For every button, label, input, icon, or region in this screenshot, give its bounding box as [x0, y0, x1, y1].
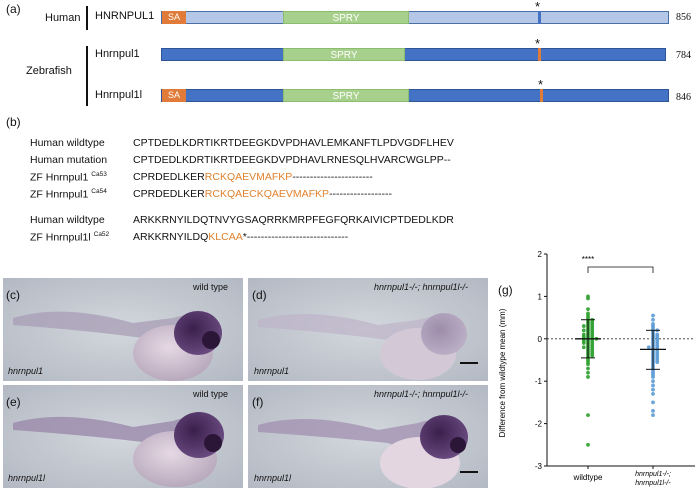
data-point [651, 400, 655, 405]
protein-name-human: HNRNPUL1 [95, 10, 155, 22]
x-label-wildtype: wildtype [573, 473, 603, 482]
data-point [586, 362, 590, 367]
zebrafish-bracket [86, 46, 88, 106]
data-point [586, 375, 590, 379]
data-point [646, 345, 651, 350]
data-point [651, 413, 655, 418]
data-point [651, 387, 655, 392]
data-point [651, 317, 655, 322]
genotype-c: wild type [193, 282, 229, 292]
domain-spry-zf1: SPRY [283, 48, 405, 61]
human-group-label: Human [45, 12, 81, 24]
probe-e: hnrnpul1l [8, 473, 46, 483]
length-zf1: 784 [676, 50, 691, 61]
seq-row-label: Human mutation [30, 154, 108, 166]
seq-row-label: ZF Hnrnpul1 Ca54 [30, 188, 107, 201]
data-point [655, 360, 660, 365]
panel-d-label: (d) [252, 288, 267, 302]
y-axis-label: Difference from wildtype mean (mm) [498, 308, 507, 437]
probe-c: hnrnpul1 [8, 366, 44, 376]
seq-row-sequence: CPRDEDLKERRCKQAEVMAFKP------------------… [133, 171, 373, 183]
y-tick-label: 0 [538, 335, 543, 344]
embryo-image-f [248, 385, 488, 488]
seq-row-sequence: CPRDEDLKERRCKQAECKQAEVMAFKP-------------… [133, 188, 393, 200]
significance-bracket [587, 266, 654, 273]
protein-name-zf1l: Hnrnpul1l [95, 89, 143, 101]
protein-name-zf1: Hnrnpul1 [95, 48, 140, 60]
panel-a-label: (a) [6, 2, 21, 16]
data-point [581, 328, 586, 333]
significance-label: **** [582, 255, 594, 264]
seq-row-sequence: ARKKRNYILDQTNVYGSAQRRKMRPFEGFQRKAIVICPTD… [133, 214, 454, 226]
embryo-image-d [248, 278, 488, 381]
mutation-site-human [538, 11, 541, 24]
domain-spry-human: SPRY [283, 11, 409, 24]
data-point [586, 307, 590, 312]
length-human: 856 [676, 12, 691, 23]
seq-row-label: Human wildtype [30, 137, 105, 149]
data-point [581, 345, 586, 350]
mutation-star-zf1: * [535, 36, 541, 51]
panel-g-label: (g) [498, 283, 513, 297]
data-point [651, 392, 655, 396]
length-zf1l: 846 [676, 92, 691, 103]
data-point [651, 375, 655, 379]
mutation-site-zf1l [540, 89, 543, 102]
data-point [586, 413, 590, 418]
genotype-f: hnrnpul1-/-; hnrnpul1l-/- [374, 389, 469, 399]
panel-c-label: (c) [6, 288, 20, 302]
data-point [651, 379, 655, 384]
seq-row-sequence: CPTDEDLKDRTIKRTDEEGKDVPDHAVLRNESQLHVARCW… [133, 154, 451, 166]
genotype-d: hnrnpul1-/-; hnrnpul1l-/- [374, 282, 469, 292]
mutation-site-zf1 [538, 48, 541, 61]
y-tick-label: -2 [535, 420, 543, 429]
data-point [651, 383, 655, 388]
y-tick-label: 1 [538, 292, 543, 301]
y-tick-label: -1 [535, 377, 543, 386]
genotype-e: wild type [193, 389, 229, 399]
seq-row-sequence: ARKKRNYILDQKLCAA*-----------------------… [133, 231, 349, 243]
seq-row-label: ZF Hnrnpul1l Ca52 [30, 231, 110, 244]
seq-row-label: ZF Hnrnpul1 Ca53 [30, 171, 107, 184]
panel-f-label: (f) [252, 395, 264, 409]
data-point [586, 370, 590, 375]
scatter-chart: Difference from wildtype mean (mm) 2 1 0 -1… [498, 250, 695, 487]
probe-d: hnrnpul1 [254, 366, 290, 376]
seq-row-sequence: CPTDEDLKDRTIKRTDEEGKDVPDHAVLEMKANFTLPDVG… [133, 137, 454, 149]
probe-f: hnrnpul1l [254, 473, 292, 483]
embryo-image-c [3, 278, 243, 381]
domain-sa-human: SA [162, 11, 186, 24]
data-point [651, 313, 655, 318]
data-point [581, 341, 586, 345]
domain-sa-zf1l: SA [162, 89, 186, 102]
x-label-mutant-2: hnrnpul1l-/- [635, 480, 671, 487]
domain-spry-zf1l: SPRY [283, 89, 409, 102]
mutation-star-zf1l: * [538, 77, 544, 92]
x-label-mutant-1: hnrnpul1-/-; [635, 471, 671, 478]
seq-row-label: Human wildtype [30, 214, 105, 226]
y-tick-label: 2 [538, 250, 543, 259]
y-tick-label: -3 [535, 462, 543, 471]
mutation-star-human: * [535, 0, 541, 14]
data-point [586, 442, 590, 447]
panel-e-label: (e) [6, 395, 21, 409]
data-point [586, 366, 590, 371]
data-point [581, 324, 586, 328]
data-point [590, 353, 595, 358]
zebrafish-group-label: Zebrafish [26, 65, 72, 77]
data-point [586, 296, 590, 301]
human-bracket [86, 6, 88, 30]
embryo-image-e [3, 385, 243, 488]
data-point [651, 408, 655, 413]
panel-b-label: (b) [6, 115, 21, 129]
